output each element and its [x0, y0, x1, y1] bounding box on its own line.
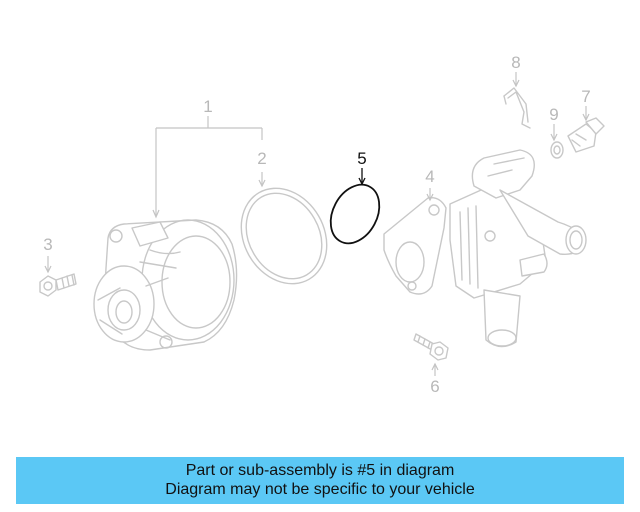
retaining-clip-part[interactable]	[503, 87, 531, 129]
sensor-seal-part[interactable]	[550, 141, 564, 159]
temperature-sensor-part[interactable]	[567, 117, 605, 153]
leader-lines	[44, 72, 590, 376]
callout-1-label[interactable]: 1	[203, 97, 212, 116]
callout-6-label[interactable]: 6	[430, 377, 439, 396]
thermostat-housing-part[interactable]	[383, 149, 587, 348]
pump-bolt-part[interactable]	[39, 273, 77, 297]
banner-line-part-number: Part or sub-assembly is #5 in diagram	[185, 462, 455, 479]
callout-5-label[interactable]: 5	[357, 149, 366, 168]
pump-gasket-part[interactable]	[224, 173, 343, 300]
banner-line-disclaimer: Diagram may not be specific to your vehi…	[165, 481, 475, 498]
callout-3-label[interactable]: 3	[43, 235, 52, 254]
water-pump-part[interactable]	[93, 219, 238, 351]
o-ring-part[interactable]	[321, 176, 389, 251]
housing-bolt-part[interactable]	[413, 333, 449, 361]
callout-2-label[interactable]: 2	[257, 149, 266, 168]
callout-7-label[interactable]: 7	[581, 87, 590, 106]
info-banner: Part or sub-assembly is #5 in diagram Di…	[16, 457, 624, 504]
callout-4-label[interactable]: 4	[425, 167, 434, 186]
callout-8-label[interactable]: 8	[511, 53, 520, 72]
callout-9-label[interactable]: 9	[549, 105, 558, 124]
